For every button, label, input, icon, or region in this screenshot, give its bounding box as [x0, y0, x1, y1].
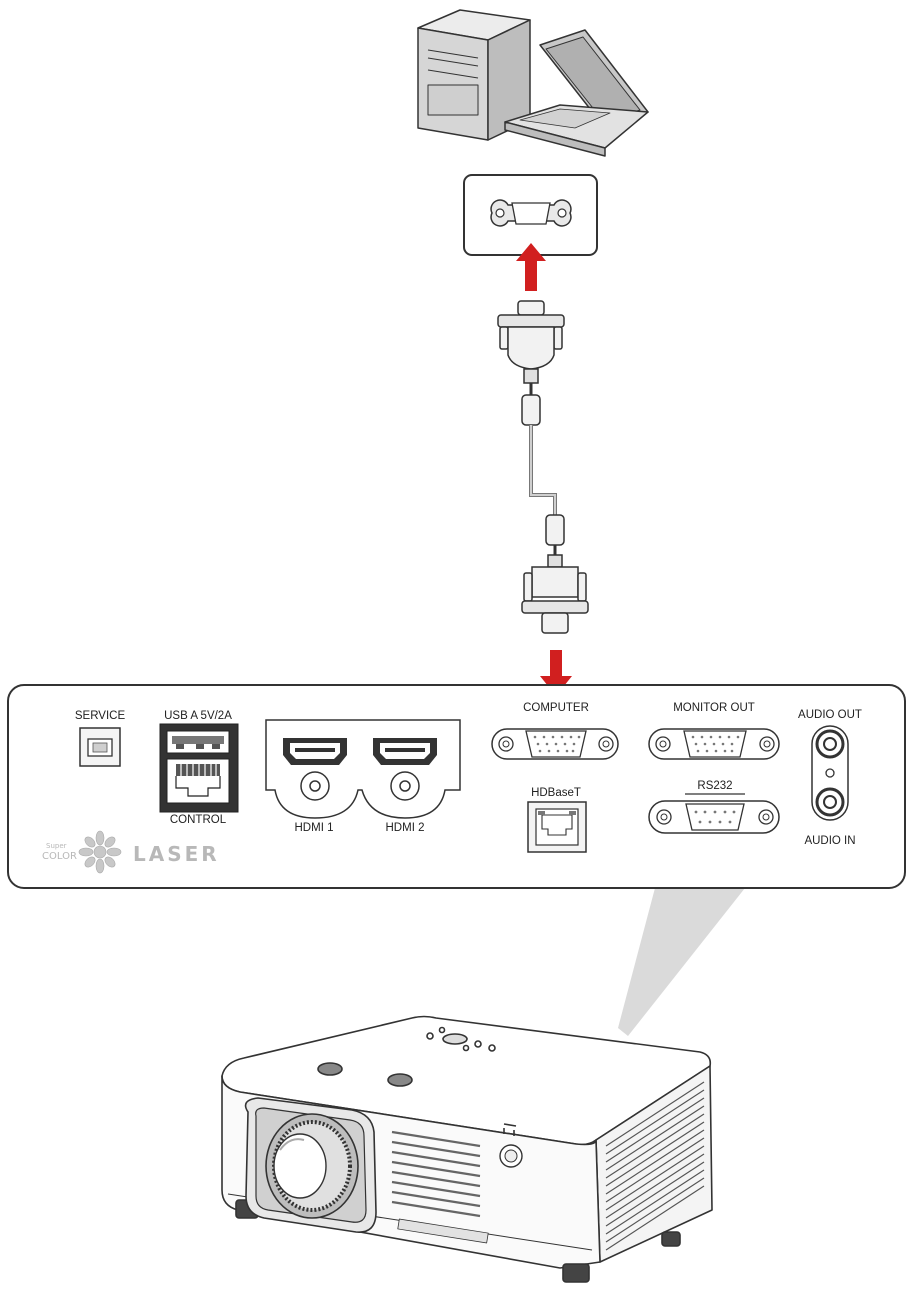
arrow-up-icon — [516, 243, 546, 291]
audio-in-jack — [815, 787, 845, 817]
projector-icon — [221, 1015, 713, 1283]
monitor-out-label: MONITOR OUT — [673, 702, 755, 714]
control-label: CONTROL — [170, 814, 227, 826]
audio-ports: AUDIO OUT AUDIO IN — [798, 709, 862, 847]
rs232-label: RS232 — [697, 780, 732, 792]
rs232-port: RS232 — [648, 780, 780, 834]
logo-color-text: COLOR — [42, 851, 77, 862]
audio-out-label: AUDIO OUT — [798, 709, 862, 721]
zoom-beam — [618, 888, 745, 1036]
monitor-out-port: MONITOR OUT — [648, 702, 780, 760]
hdmi-block: HDMI 1 HDMI 2 — [265, 719, 461, 834]
hdmi1-label: HDMI 1 — [295, 822, 334, 834]
computer-vga-port — [463, 174, 598, 256]
audio-in-label: AUDIO IN — [804, 835, 855, 847]
computer-input-port: COMPUTER — [491, 702, 619, 760]
vga-cable — [497, 300, 589, 634]
usb-label: USB A 5V/2A — [164, 710, 232, 722]
audio-out-jack — [815, 729, 845, 759]
computer-label: COMPUTER — [523, 702, 589, 714]
hdmi2-port — [373, 738, 437, 801]
logo-laser-text: LASER — [133, 842, 220, 866]
hdmi2-label: HDMI 2 — [386, 822, 425, 834]
color-burst-icon — [78, 830, 122, 874]
hdbaset-label: HDBaseT — [531, 787, 581, 799]
supercolor-laser-logo: Super COLOR LASER — [42, 830, 220, 874]
service-label: SERVICE — [75, 710, 126, 722]
hdmi1-port — [283, 738, 347, 801]
computer-icon — [417, 9, 649, 157]
service-port: SERVICE — [75, 710, 126, 767]
logo-super-text: Super — [46, 842, 67, 850]
usb-control-port: USB A 5V/2A CONTROL — [159, 710, 239, 826]
hdbaset-port: HDBaseT — [527, 787, 587, 853]
